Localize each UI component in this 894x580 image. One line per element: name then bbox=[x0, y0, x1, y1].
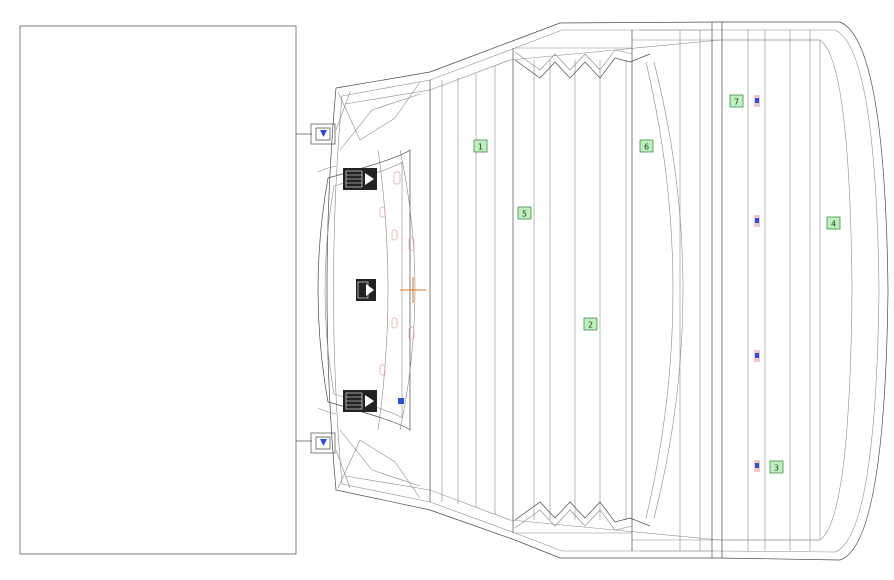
tag-4-label: 4 bbox=[831, 220, 836, 229]
main-outline bbox=[326, 21, 889, 561]
bracket-icon bbox=[310, 123, 336, 454]
tag-3-label: 3 bbox=[774, 464, 779, 473]
tag-1: 1 bbox=[473, 139, 488, 153]
vertical-structure-lines bbox=[429, 22, 821, 558]
bracket-connectors bbox=[296, 133, 312, 442]
pleat-zigzags bbox=[514, 49, 651, 531]
left-panel-outline bbox=[19, 25, 297, 555]
tag-5-label: 5 bbox=[522, 210, 527, 219]
tag-5: 5 bbox=[517, 206, 532, 220]
tag-4: 4 bbox=[826, 216, 841, 230]
tag-6-label: 6 bbox=[644, 143, 649, 152]
pink-outline-markers bbox=[379, 171, 415, 376]
light-fixture-icon bbox=[343, 168, 377, 412]
tag-1-label: 1 bbox=[478, 143, 483, 152]
tag-2-label: 2 bbox=[588, 321, 593, 330]
crosshair-icon bbox=[400, 277, 426, 303]
tag-7: 7 bbox=[729, 94, 744, 108]
tag-2: 2 bbox=[583, 317, 598, 331]
sensor-marker-icon bbox=[398, 95, 760, 472]
tag-6: 6 bbox=[639, 139, 654, 153]
horizontal-rails bbox=[515, 29, 820, 552]
tag-7-label: 7 bbox=[734, 98, 739, 107]
tag-3: 3 bbox=[769, 460, 784, 474]
